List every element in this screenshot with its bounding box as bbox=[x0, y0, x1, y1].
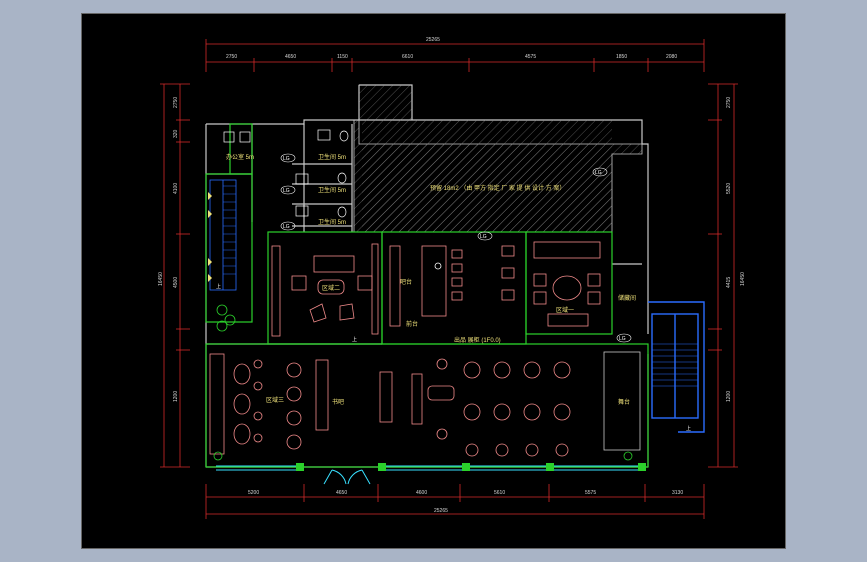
columns bbox=[296, 463, 646, 471]
round-tables bbox=[286, 358, 571, 457]
bottom-segment-1: 5200 bbox=[248, 490, 259, 496]
up-label-1: 上 bbox=[216, 283, 221, 290]
level-tag-4: LG bbox=[480, 234, 487, 240]
level-tag-5: LG bbox=[595, 170, 602, 176]
hatch-fill bbox=[362, 120, 612, 232]
left-segment-1: 2750 bbox=[173, 97, 179, 108]
front-glazing bbox=[216, 465, 642, 485]
top-segment-4: 6610 bbox=[402, 54, 413, 60]
bottom-segment-6: 3130 bbox=[672, 490, 683, 496]
room-label-bar: 吧台 bbox=[400, 278, 412, 286]
level-tags bbox=[280, 153, 632, 343]
bottom-segment-5: 5575 bbox=[585, 490, 596, 496]
top-segment-5: 4575 bbox=[525, 54, 536, 60]
right-total-dimension: 16450 bbox=[740, 272, 746, 286]
room-label-reserved: 预留 18m2 （由 甲方 指定 厂 家 提 供 设计 方 案） bbox=[430, 184, 565, 192]
room-label-entrance: 出品 展柜 (1F0.0) bbox=[454, 336, 501, 344]
planters bbox=[213, 304, 633, 461]
right-segment-3: 4415 bbox=[726, 277, 732, 288]
bottom-segment-2: 4650 bbox=[336, 490, 347, 496]
room-label-office: 办公室 5m bbox=[226, 153, 254, 161]
left-segment-3: 4100 bbox=[173, 183, 179, 194]
room-label-stage: 舞台 bbox=[618, 398, 630, 406]
bottom-total-dimension: 25265 bbox=[434, 508, 448, 514]
stair-right-steps bbox=[652, 343, 698, 387]
room-label-front-desk: 前台 bbox=[406, 320, 418, 328]
stair-right bbox=[648, 301, 705, 433]
zone-three-furniture bbox=[209, 353, 393, 455]
room-label-zone-two: 区域二 bbox=[322, 284, 340, 292]
floor-plan: 25265 2750 4650 1150 6610 4575 1850 2080… bbox=[158, 37, 746, 519]
left-segment-2: 320 bbox=[173, 129, 179, 138]
level-tag-6: LG bbox=[619, 336, 626, 342]
left-dimension-chain bbox=[160, 83, 190, 468]
bottom-segment-4: 5610 bbox=[494, 490, 505, 496]
bar-counter bbox=[389, 245, 515, 327]
green-partitions bbox=[205, 123, 649, 468]
top-segment-1: 2750 bbox=[226, 54, 237, 60]
level-tag-3: LG bbox=[283, 224, 290, 230]
right-segment-4: 1200 bbox=[726, 391, 732, 402]
right-dimension-chain bbox=[708, 83, 738, 468]
stair-arrows bbox=[208, 192, 212, 282]
level-tag-2: LG bbox=[283, 188, 290, 194]
stage bbox=[603, 351, 641, 451]
up-label-2: 上 bbox=[352, 336, 357, 343]
top-segment-6: 1850 bbox=[616, 54, 627, 60]
room-label-zone-three: 区域三 bbox=[266, 396, 284, 404]
left-total-dimension: 16450 bbox=[158, 272, 164, 286]
right-segment-2: 5520 bbox=[726, 183, 732, 194]
toilet-fixtures bbox=[223, 129, 349, 218]
top-segment-7: 2080 bbox=[666, 54, 677, 60]
level-tag-1: LG bbox=[283, 156, 290, 162]
bottom-segment-3: 4600 bbox=[416, 490, 427, 496]
stair-left-steps bbox=[223, 185, 236, 275]
room-label-toilet-1: 卫生间 5m bbox=[318, 153, 346, 161]
room-label-zone-one: 区域一 bbox=[556, 306, 574, 314]
room-label-storage: 储藏间 bbox=[618, 294, 636, 302]
room-label-toilet-2: 卫生间 5m bbox=[318, 186, 346, 194]
room-label-reading: 书吧 bbox=[332, 398, 344, 406]
zone-two-furniture bbox=[271, 243, 379, 337]
stair-left bbox=[209, 179, 237, 291]
right-segment-1: 2750 bbox=[726, 97, 732, 108]
zone-one-furniture bbox=[533, 241, 601, 327]
drawing-sheet: 25265 2750 4650 1150 6610 4575 1850 2080… bbox=[81, 13, 786, 549]
top-total-dimension: 25265 bbox=[426, 37, 440, 43]
top-segment-2: 4650 bbox=[285, 54, 296, 60]
room-label-toilet-3: 卫生间 5m bbox=[318, 218, 346, 226]
left-segment-5: 1200 bbox=[173, 391, 179, 402]
bottom-dimension-chain bbox=[205, 484, 705, 519]
up-label-3: 上 bbox=[686, 425, 691, 432]
top-segment-3: 1150 bbox=[337, 54, 348, 60]
top-dimension-chain bbox=[205, 39, 705, 72]
left-segment-4: 4500 bbox=[173, 277, 179, 288]
